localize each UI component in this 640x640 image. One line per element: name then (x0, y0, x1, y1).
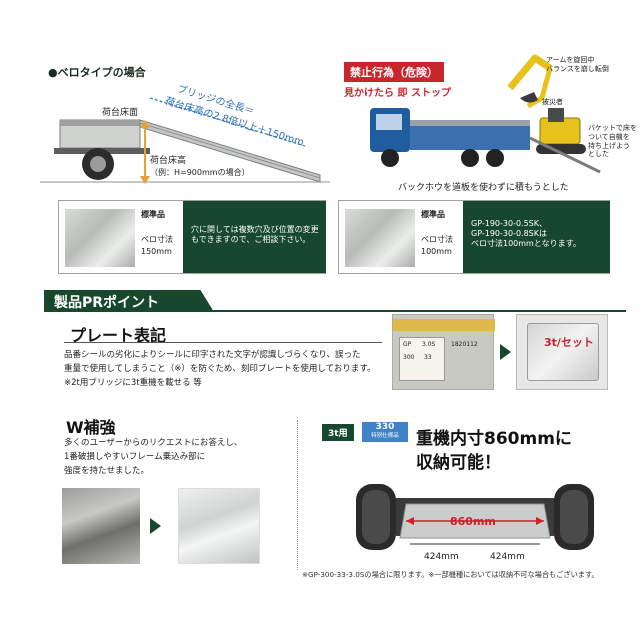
engraved-plate: 3t/セット (527, 323, 599, 381)
w-text-1: 多くのユーザーからのリクエストにお答えし、 (64, 438, 243, 448)
sticker-code-30s: 3.0S (422, 341, 436, 348)
badge-330-sub: 特別仕様品 (371, 433, 399, 439)
section-divider (297, 420, 298, 570)
dimension-right-424: 424mm (490, 552, 525, 562)
pr-title-box: 製品PRポイント (44, 290, 214, 312)
std-message-box: GP-190-30-0.5SK、 GP-190-30-0.8SKは ベロ寸法10… (463, 201, 610, 273)
top-right-warning: 禁止行為（危険） 見かけたら 即 ストップ アームを旋回中 バランスを崩し転倒 … (340, 48, 637, 198)
pr-title-bar: 製品PRポイント (44, 290, 626, 312)
plate-text-3: ※2t用ブリッジに3t重機を載せる 等 (64, 378, 202, 388)
dimension-left-424: 424mm (424, 552, 459, 562)
standard-box-150: 標準品 ベロ寸法 150mm 穴に関しては複数穴及び位置の変更 もできますので、… (58, 200, 326, 274)
machine-footnote: ※GP-300-33-3.0Sの場合に限ります。※一部機種においては収納不可な場… (302, 570, 599, 579)
top-left-diagram: ●ベロタイプの場合 ブリッジの全長＝ 荷台床高の2.8倍以上＋150mm 荷台床… (40, 60, 330, 190)
crawler-track-illustration (356, 484, 594, 550)
std-message: GP-190-30-0.5SK、 GP-190-30-0.8SKは ベロ寸法10… (471, 219, 581, 248)
sticker-serial: 1820112 (451, 341, 478, 348)
tongue-label: ベロ寸法 (141, 235, 173, 244)
pr-title-line (44, 310, 626, 312)
tongue-photo-150 (65, 209, 135, 267)
frame-photo-before (62, 488, 140, 564)
sticker-code-300: 300 (403, 354, 415, 361)
tongue-label: ベロ寸法 (421, 235, 453, 244)
sticker-label: GP 300 33 3.0S (399, 337, 445, 381)
label-truck-floor: 荷台床面 (102, 108, 139, 118)
standard-tag: 標準品 (141, 210, 165, 219)
sticker-photo: GP 300 33 3.0S 1820112 (392, 314, 495, 390)
plate-title: プレート表記 (70, 326, 167, 345)
plate-title-underline (64, 342, 382, 343)
w-title: W補強 (66, 418, 116, 437)
dimension-860: 860mm (450, 515, 496, 528)
tongue-value: 150mm (141, 247, 172, 256)
arrow-right-icon (150, 518, 161, 534)
machine-headline-2: 収納可能！ (416, 453, 501, 473)
arrow-right-icon (500, 344, 511, 360)
pr-title: 製品PRポイント (54, 295, 160, 311)
truck-ramp-illustration (40, 97, 330, 184)
standard-tag: 標準品 (421, 210, 445, 219)
badge-3t: 3t用 (322, 424, 354, 441)
warning-caption: バックホウを道板を使わずに積もうとした (398, 183, 569, 193)
frame-photo-after (178, 488, 260, 564)
note-arm-swing: アームを旋回中 バランスを崩し転倒 (546, 56, 609, 73)
truck-excavator-illustration (370, 54, 601, 174)
stop-banner: 見かけたら 即 ストップ (344, 88, 451, 99)
tongue-value: 100mm (421, 247, 452, 256)
sticker-code-33: 33 (424, 354, 432, 361)
note-victim: 被災者 (542, 98, 563, 106)
plate-text-1: 品番シールの劣化によりシールに印字された文字が認識しづらくなり、誤った (64, 350, 361, 360)
tongue-photo-100 (345, 209, 415, 267)
w-text-3: 強度を持たせました。 (64, 466, 150, 476)
standard-box-100: 標準品 ベロ寸法 100mm GP-190-30-0.5SK、 GP-190-3… (338, 200, 610, 274)
sticker-yellow-band (393, 319, 495, 331)
plate-text-2: 重量で使用してしまうこと（※）を防ぐため、刻印プレートを使用しております。 (64, 364, 376, 374)
plate-stamp-text: 3t/セット (544, 336, 594, 349)
label-floor-height-example: （例：H=900mmの場合） (150, 168, 250, 177)
note-bucket: バケットで床を ついて自機を 持ち上げよう とした (588, 124, 637, 159)
std-message: 穴に関しては複数穴及び位置の変更 もできますので、ご相談下さい。 (191, 225, 319, 244)
label-floor-height: 荷台床高 (150, 156, 187, 166)
badge-330: 330 特別仕様品 (362, 422, 408, 442)
w-text-2: 1番破損しやすいフレーム乗込み部に (64, 452, 206, 462)
engraved-plate-photo: 3t/セット (516, 314, 608, 390)
sticker-gp: GP (403, 341, 412, 348)
prohibited-banner: 禁止行為（危険） (344, 62, 444, 82)
badge-330-number: 330 (375, 422, 395, 432)
std-message-box: 穴に関しては複数穴及び位置の変更 もできますので、ご相談下さい。 (183, 201, 326, 273)
section-heading-tongue-type: ●ベロタイプの場合 (48, 66, 146, 79)
machine-headline-1: 重機内寸860mmに (416, 429, 572, 449)
